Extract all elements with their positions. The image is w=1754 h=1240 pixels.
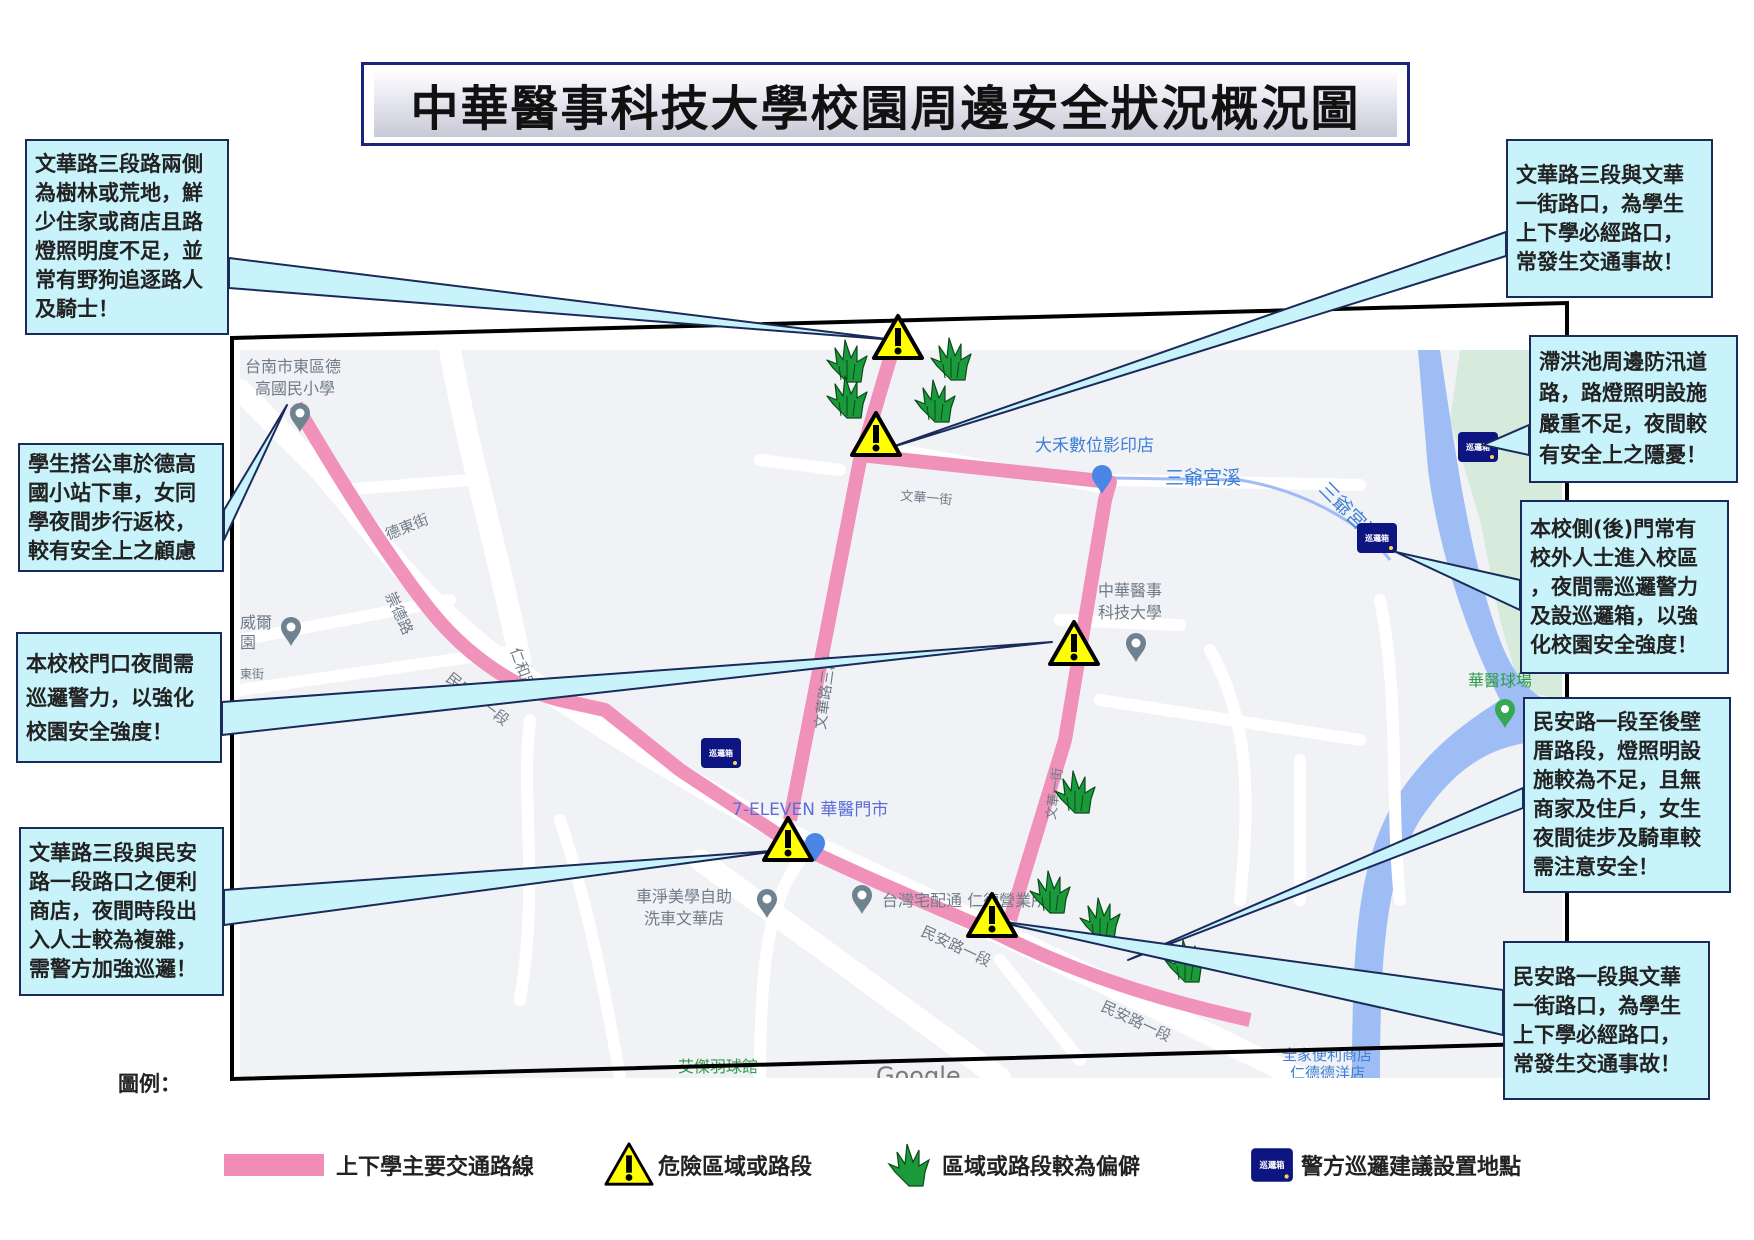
pointer-left-3	[221, 641, 1053, 736]
callout-line: 學夜間步行返校，	[28, 509, 196, 534]
callout-line: 本校側(後)門常有	[1530, 516, 1697, 541]
callout-line: 及設巡邏箱，以強	[1530, 603, 1698, 628]
label-weier-2: 園	[240, 633, 256, 652]
page-title: 中華醫事科技大學校園周邊安全狀況概況圖	[410, 81, 1361, 137]
callout-left-2: 學生搭公車於德高 國小站下車，女同 學夜間步行返校， 較有安全上之顧慮	[18, 443, 224, 572]
pointer-left-1	[228, 257, 896, 341]
legend-item-danger: 危險區域或路段	[604, 1140, 812, 1190]
label-dekao-school-2: 高國民小學	[255, 379, 335, 398]
callout-right-3: 本校側(後)門常有 校外人士進入校區 ，夜間需巡邏警力 及設巡邏箱，以強 化校園…	[1520, 500, 1729, 674]
callout-line: 一街路口，為學生	[1513, 993, 1681, 1018]
callout-right-2: 滯洪池周邊防汛道 路，路燈照明設施 嚴重不足，夜間較 有安全上之隱憂！	[1529, 335, 1738, 483]
callout-line: 有安全上之隱憂！	[1539, 443, 1707, 467]
grass-icon	[887, 1143, 931, 1187]
callout-line: 及騎士！	[35, 297, 119, 321]
callout-line: 路，路燈照明設施	[1539, 381, 1707, 405]
callout-line: 需警方加強巡邏！	[29, 957, 197, 981]
label-university-2: 科技大學	[1098, 603, 1162, 622]
patrol-box-icon: 巡邏箱	[1251, 1148, 1293, 1182]
google-logo: Google	[876, 1062, 961, 1090]
callout-line: 施較為不足，且無	[1533, 768, 1701, 792]
callout-right-4: 民安路一段至後壁 厝路段，燈照明設 施較為不足，且無 商家及住戶，女生 夜間徒步…	[1523, 697, 1731, 893]
label-familymart-2: 仁德德洋店	[1290, 1064, 1365, 1082]
convenience-store-pin-icon[interactable]	[805, 833, 825, 862]
legend-title: 圖例：	[118, 1072, 181, 1096]
callout-line: 上下學必經路口，	[1513, 1022, 1681, 1047]
label-university-1: 中華醫事	[1098, 581, 1162, 600]
legend: 上下學主要交通路線 危險區域或路段 區域或路段較為偏僻 巡邏箱 警方巡邏建議設置…	[224, 1140, 1564, 1190]
pointer-left-4	[223, 849, 786, 926]
callout-line: 夜間徒步及騎車較	[1533, 826, 1701, 850]
callout-line: 常發生交通事故！	[1516, 249, 1684, 274]
callout-line: 一街路口，為學生	[1516, 191, 1684, 216]
legend-item-patrol: 巡邏箱 警方巡邏建議設置地點	[1249, 1140, 1521, 1190]
callout-line: ，夜間需巡邏警力	[1530, 574, 1698, 599]
callout-left-4: 文華路三段與民安 路一段路口之便利 商店，夜間時段出 入人士較為複雜， 需警方加…	[19, 827, 224, 996]
callout-line: 少住家或商店且路	[35, 210, 203, 234]
callout-line: 化校園安全強度！	[1530, 632, 1698, 657]
callout-pointers	[221, 231, 1530, 1036]
svg-text:巡邏箱: 巡邏箱	[1258, 1160, 1285, 1170]
legend-label: 區域或路段較為偏僻	[942, 1155, 1141, 1180]
pointer-left-2	[223, 404, 288, 541]
legend-label: 危險區域或路段	[658, 1155, 813, 1180]
callout-line: 民安路一段與文華	[1513, 964, 1681, 989]
callout-left-3: 本校校門口夜間需 巡邏警力，以強化 校園安全強度！	[16, 632, 222, 763]
callout-line: 需注意安全！	[1533, 855, 1659, 879]
label-sanyegong-creek-1: 三爺宮溪	[1165, 467, 1241, 489]
callout-line: 滯洪池周邊防汛道	[1539, 350, 1707, 374]
callout-line: 嚴重不足，夜間較	[1539, 412, 1707, 436]
callout-line: 常發生交通事故！	[1513, 1051, 1681, 1076]
callout-line: 路一段路口之便利	[29, 870, 197, 894]
callout-line: 為樹林或荒地，鮮	[35, 181, 203, 205]
label-street-small: 東街	[240, 667, 264, 681]
callout-line: 較有安全上之顧慮	[28, 538, 196, 563]
road-wenhua-north: 文華一街	[1044, 767, 1066, 821]
ballpark-pin-icon[interactable]	[1495, 699, 1515, 728]
patrol-box-icon	[701, 738, 741, 768]
callout-right-5: 民安路一段與文華 一街路口，為學生 上下學必經路口， 常發生交通事故！	[1503, 941, 1710, 1100]
callout-line: 常有野狗追逐路人	[35, 268, 203, 292]
pink-route-swatch	[224, 1154, 324, 1176]
label-datian-print: 大禾數位影印店	[1035, 436, 1154, 456]
title-box: 中華醫事科技大學校園周邊安全狀況概況圖	[361, 62, 1410, 146]
callout-left-1: 文華路三段路兩側 為樹林或荒地，鮮 少住家或商店且路 燈照明度不足，並 常有野狗…	[25, 139, 229, 335]
label-dekao-school-1: 台南市東區德	[245, 357, 341, 376]
callout-line: 商店，夜間時段出	[29, 899, 197, 923]
callout-line: 校外人士進入校區	[1530, 545, 1698, 570]
print-shop-pin-icon[interactable]	[1092, 465, 1112, 494]
callout-line: 厝路段，燈照明設	[1533, 739, 1701, 763]
label-car-wash-2: 洗車文華店	[644, 909, 724, 928]
callout-right-1: 文華路三段與文華 一街路口，為學生 上下學必經路口， 常發生交通事故！	[1506, 139, 1713, 298]
legend-item-route: 上下學主要交通路線	[224, 1140, 534, 1190]
warning-triangle-icon	[604, 1142, 654, 1186]
legend-item-remote: 區域或路段較為偏僻	[884, 1140, 1140, 1190]
label-weier-1: 威爾	[240, 613, 272, 632]
patrol-box-icon	[1357, 523, 1397, 553]
label-car-wash-1: 車淨美學自助	[636, 887, 732, 906]
callout-line: 校園安全強度！	[26, 719, 173, 744]
callout-line: 文華路三段與民安	[29, 841, 197, 865]
callout-line: 文華路三段路兩側	[35, 152, 203, 176]
callout-line: 本校校門口夜間需	[26, 651, 194, 676]
callout-line: 巡邏警力，以強化	[26, 685, 194, 710]
legend-label: 上下學主要交通路線	[336, 1155, 535, 1180]
callout-line: 入人士較為複雜，	[29, 928, 197, 952]
callout-line: 國小站下車，女同	[28, 480, 196, 505]
callout-line: 民安路一段至後壁	[1533, 710, 1701, 734]
label-ballpark: 華醫球場	[1468, 671, 1532, 690]
callout-line: 商家及住戶，女生	[1533, 797, 1701, 821]
callout-line: 上下學必經路口，	[1516, 220, 1684, 245]
road-wenhua-1st: 文華一街	[900, 489, 953, 508]
label-tcat: 台灣宅配通 仁德營業所	[882, 891, 1047, 910]
callout-line: 文華路三段與文華	[1516, 162, 1684, 187]
label-seven-eleven: 7-ELEVEN 華醫門市	[732, 800, 888, 820]
callout-line: 燈照明度不足，並	[35, 239, 203, 263]
callout-line: 學生搭公車於德高	[28, 451, 196, 476]
title-inner: 中華醫事科技大學校園周邊安全狀況概況圖	[374, 71, 1397, 137]
legend-label: 警方巡邏建議設置地點	[1301, 1155, 1522, 1180]
